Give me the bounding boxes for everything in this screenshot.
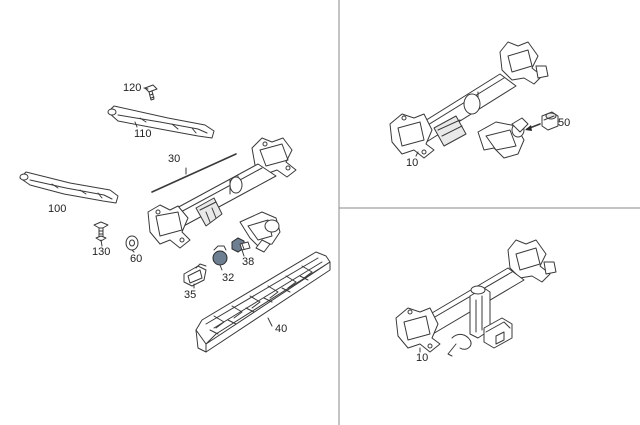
tow-bar-assembly-fixed[interactable]	[389, 41, 549, 159]
callout-38: 38	[242, 256, 254, 268]
callout-110: 110	[134, 128, 152, 140]
arrow-head	[525, 125, 532, 131]
callout-32: 32	[222, 272, 234, 284]
callout-40: 40	[275, 323, 287, 335]
callout-30: 30	[168, 153, 180, 165]
callout-10-bottom: 10	[416, 352, 428, 364]
part-38-nut[interactable]	[231, 237, 251, 253]
callout-120: 120	[123, 82, 141, 94]
callout-130: 130	[92, 246, 110, 258]
part-30-rod[interactable]	[151, 153, 237, 193]
callout-35: 35	[184, 289, 196, 301]
callout-60: 60	[130, 253, 142, 265]
callout-10-top: 10	[406, 157, 418, 169]
callout-100: 100	[48, 203, 66, 215]
part-100-bracket-left[interactable]	[19, 171, 119, 204]
part-40-bumper-reinforcement[interactable]	[195, 251, 331, 353]
part-120-bolt[interactable]	[144, 84, 158, 101]
part-60-washer[interactable]	[125, 235, 139, 251]
part-50-cap[interactable]	[541, 111, 559, 131]
leader-lines-left	[100, 87, 273, 327]
part-130-screw[interactable]	[93, 221, 109, 242]
tow-bar-crossmember-exploded[interactable]	[147, 137, 297, 253]
tow-bar-assembly-detachable[interactable]	[395, 239, 557, 357]
part-35-socket-bracket[interactable]	[183, 263, 207, 287]
part-110-bracket-right[interactable]	[107, 105, 215, 139]
callout-50: 50	[558, 117, 570, 129]
part-32-ball[interactable]	[212, 245, 228, 266]
leader-10-top	[415, 151, 419, 157]
